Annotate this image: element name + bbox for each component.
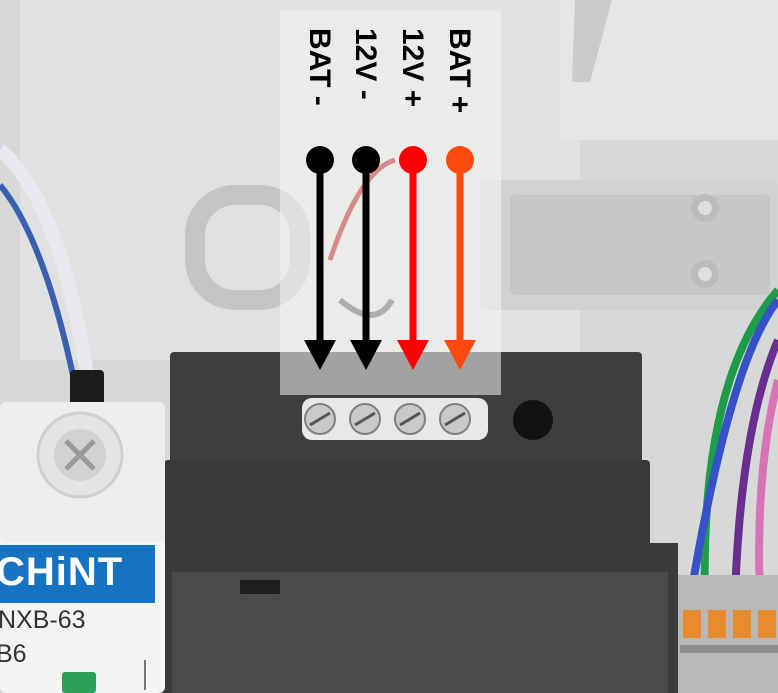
arrow-12v-minus — [350, 146, 382, 370]
white-wire — [0, 144, 95, 382]
breaker-brand: CHiNT — [0, 550, 124, 594]
label-12v-plus: 12V + — [396, 28, 429, 108]
breaker-rating: B6 — [0, 640, 27, 668]
pink-wire — [755, 379, 778, 601]
label-12v-minus: 12V - — [349, 28, 382, 100]
enclosure-rib — [572, 0, 612, 82]
terminal-blocks — [676, 575, 778, 693]
breaker-model: NXB-63 — [0, 606, 86, 634]
adjust-potentiometer — [513, 400, 553, 440]
wire-ferrule — [70, 370, 104, 406]
purple-wire — [731, 338, 778, 601]
arrow-bat-minus — [304, 146, 336, 370]
blue-wire-left — [0, 183, 78, 386]
arrow-bat-plus — [444, 146, 476, 370]
label-bat-minus: BAT - — [303, 28, 336, 106]
green-wire — [700, 287, 778, 601]
circuit-breaker — [0, 402, 165, 693]
breaker-brand-plate — [0, 545, 155, 603]
psu-screw-terminals — [302, 398, 488, 440]
arrow-12v-plus — [397, 146, 429, 370]
label-bat-plus: BAT + — [443, 28, 476, 114]
blue-wire-right — [686, 297, 778, 601]
